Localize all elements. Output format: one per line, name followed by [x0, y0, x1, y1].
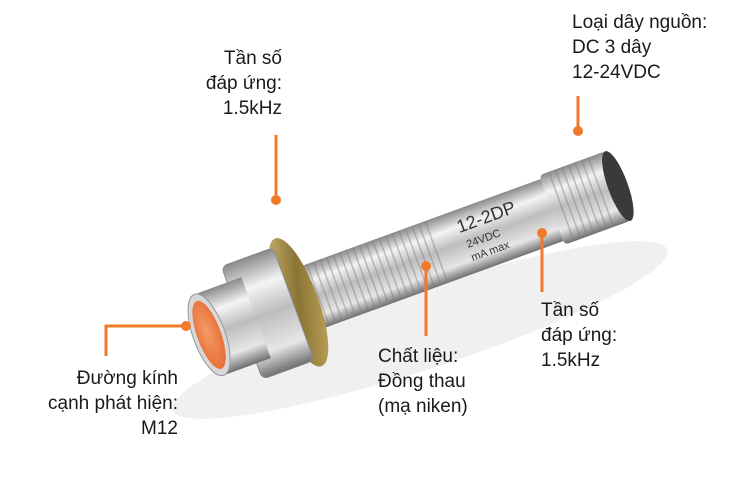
body-thread — [296, 220, 451, 330]
label-line: đáp ứng: — [541, 325, 618, 346]
sensing-face — [192, 300, 226, 369]
label-line: M12 — [141, 418, 178, 439]
label-response-frequency-top: Tần số đáp ứng: 1.5kHz — [206, 46, 282, 121]
callout-dot — [271, 195, 281, 205]
label-line: (mạ niken) — [378, 396, 468, 417]
label-line: 1.5kHz — [222, 98, 282, 119]
callout-line — [104, 324, 184, 356]
label-line: Chất liệu: — [378, 346, 459, 367]
label-material: Chất liệu: Đồng thau (mạ niken) — [378, 344, 468, 419]
label-line: cạnh phát hiện: — [48, 393, 178, 414]
connector-thread — [546, 155, 620, 243]
label-line: Đồng thau — [378, 371, 466, 392]
label-line: Đường kính — [76, 368, 178, 389]
label-response-frequency-right: Tần số đáp ứng: 1.5kHz — [541, 298, 617, 373]
callout-dot — [537, 228, 547, 238]
label-line: đáp ứng: — [205, 73, 282, 94]
label-power-type: Loại dây nguồn: DC 3 dây 12-24VDC — [572, 10, 707, 85]
label-line: 12-24VDC — [572, 62, 661, 83]
label-line: Tần số — [223, 48, 282, 69]
washer — [268, 238, 329, 367]
connector-end — [602, 151, 634, 221]
shadow — [172, 241, 668, 419]
callout-dot — [573, 126, 583, 136]
label-line: DC 3 dây — [572, 37, 652, 58]
callout-dot — [421, 261, 431, 271]
label-line: Loại dây nguồn: — [572, 12, 708, 33]
label-detection-diameter: Đường kính cạnh phát hiện: M12 — [48, 366, 178, 441]
label-line: Tần số — [541, 300, 600, 321]
label-line: 1.5kHz — [541, 350, 601, 371]
callout-dot — [181, 321, 191, 331]
sensor-head — [194, 277, 271, 376]
